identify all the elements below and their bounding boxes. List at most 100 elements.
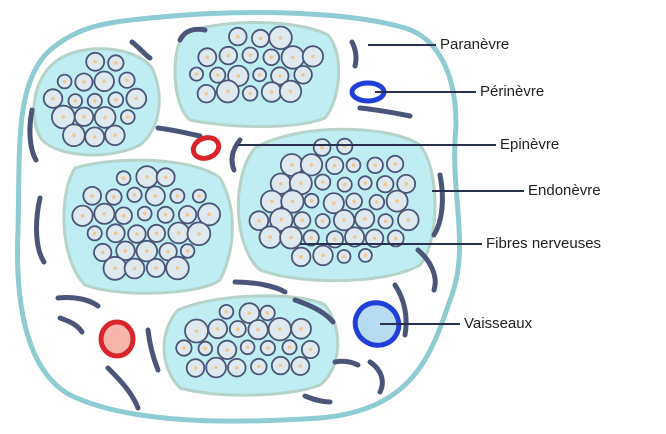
- axon-dot: [135, 97, 139, 101]
- axon-dot: [342, 255, 346, 259]
- axon-dot: [186, 213, 190, 217]
- axon-dot: [74, 99, 78, 103]
- axon-dot: [290, 163, 294, 167]
- axon-dot: [383, 182, 387, 186]
- axon-dot: [364, 254, 368, 258]
- axon-dot: [266, 346, 270, 350]
- axon-dot: [363, 217, 367, 221]
- axon-dot: [182, 346, 186, 350]
- axon-dot: [384, 220, 388, 224]
- axon-dot: [103, 212, 107, 216]
- axon-dot: [258, 73, 262, 77]
- axon-dot: [299, 255, 303, 259]
- axon-dot: [301, 73, 305, 77]
- axon-dot: [204, 347, 208, 351]
- axon-dot: [164, 176, 168, 180]
- axon-dot: [266, 311, 270, 315]
- axon-dot: [321, 254, 325, 258]
- axon-dot: [166, 250, 170, 254]
- axon-dot: [236, 35, 240, 39]
- axon-dot: [309, 236, 313, 240]
- axon-dot: [112, 195, 116, 199]
- axon-dot: [299, 182, 303, 186]
- label-vaisseaux: Vaisseaux: [464, 315, 532, 333]
- axon-dot: [256, 328, 260, 332]
- axon-dot: [394, 237, 398, 241]
- axon-dot: [126, 115, 130, 119]
- axon-dot: [236, 327, 240, 331]
- axon-dot: [114, 61, 118, 65]
- axon-dot: [93, 60, 97, 64]
- axon-dot: [270, 200, 274, 204]
- axon-dot: [227, 54, 231, 58]
- axon-dot: [279, 364, 283, 368]
- axon-dot: [269, 235, 273, 239]
- axon-dot: [114, 232, 118, 236]
- axon-dot: [207, 213, 211, 217]
- label-fibres-nerveuses: Fibres nerveuses: [486, 235, 601, 253]
- axon-dot: [289, 90, 293, 94]
- axon-dot: [135, 232, 139, 236]
- axon-dot: [280, 218, 284, 222]
- axon-dot: [300, 219, 304, 223]
- axon-dot: [145, 249, 149, 253]
- axon-dot: [225, 310, 229, 314]
- axon-dot: [311, 55, 315, 59]
- axon-dot: [113, 134, 117, 138]
- label-epinevre: Epinèvre: [500, 136, 559, 154]
- axon-dot: [270, 90, 274, 94]
- axon-dot: [373, 164, 377, 168]
- axon-dot: [310, 199, 314, 203]
- axon-dot: [82, 80, 86, 84]
- axon-dot: [257, 365, 261, 369]
- axon-dot: [235, 366, 239, 370]
- axon-dot: [198, 194, 202, 198]
- axon-dot: [114, 98, 118, 102]
- axon-dot: [404, 182, 408, 186]
- axon-dot: [216, 73, 220, 77]
- axon-dot: [93, 135, 97, 139]
- axon-dot: [122, 176, 126, 180]
- axon-dot: [145, 175, 149, 179]
- axon-dot: [93, 232, 97, 236]
- red-vessel-large: [101, 322, 133, 356]
- axon-dot: [289, 236, 293, 240]
- axon-dot: [321, 180, 325, 184]
- axon-dot: [195, 329, 199, 333]
- axon-dot: [352, 200, 356, 204]
- axon-dot: [122, 214, 126, 218]
- axon-dot: [407, 218, 411, 222]
- axon-dot: [93, 99, 97, 103]
- axon-dot: [257, 219, 261, 223]
- label-perinevre: Périnèvre: [480, 83, 544, 101]
- label-endonevre: Endonèvre: [528, 182, 601, 200]
- axon-dot: [248, 311, 252, 315]
- axon-dot: [164, 213, 168, 217]
- axon-dot: [278, 74, 282, 78]
- axon-dot: [363, 181, 367, 185]
- axon-dot: [248, 92, 252, 96]
- axon-dot: [333, 238, 337, 242]
- axon-dot: [259, 37, 263, 41]
- axon-dot: [155, 232, 159, 236]
- axon-dot: [133, 267, 137, 271]
- axon-dot: [177, 231, 181, 235]
- axon-dot: [279, 36, 283, 40]
- axon-dot: [246, 346, 250, 350]
- axon-dot: [320, 146, 324, 150]
- axon-dot: [393, 162, 397, 166]
- axon-dot: [90, 194, 94, 198]
- axon-dot: [205, 92, 209, 96]
- axon-dot: [352, 163, 356, 167]
- axon-dot: [143, 212, 147, 216]
- axon-dot: [206, 56, 210, 60]
- axon-dot: [176, 266, 180, 270]
- axon-dot: [216, 327, 220, 331]
- axon-dot: [214, 366, 218, 370]
- axon-dot: [279, 182, 283, 186]
- axon-dot: [270, 56, 274, 60]
- axon-dot: [125, 78, 129, 82]
- axon-dot: [101, 251, 105, 255]
- axon-dot: [333, 164, 337, 168]
